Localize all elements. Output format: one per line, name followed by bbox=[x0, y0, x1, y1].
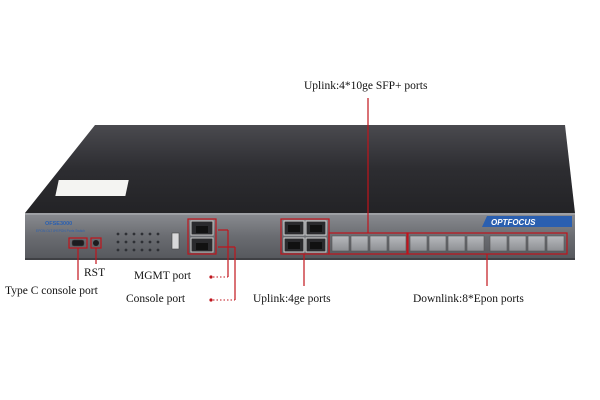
callout-downlink: Downlink:8*Epon ports bbox=[413, 293, 524, 305]
chassis-top bbox=[25, 125, 575, 213]
callout-type-c: Type C console port bbox=[5, 285, 98, 297]
logo-banner bbox=[482, 216, 572, 227]
type-c-port bbox=[71, 239, 85, 247]
reset-button bbox=[93, 240, 99, 246]
downlink-epon-cages bbox=[409, 235, 565, 252]
device-model: OFSE3000 bbox=[45, 221, 72, 227]
model-label-sticker bbox=[55, 180, 129, 196]
callout-console: Console port bbox=[126, 293, 186, 305]
callout-uplink-ge: Uplink:4ge ports bbox=[253, 293, 331, 305]
annotation-lines bbox=[68, 98, 568, 300]
brand-logo: OPTFOCUS bbox=[491, 218, 536, 227]
uplink-sfp-cages bbox=[331, 235, 407, 252]
annotation-dotted-leaders bbox=[213, 276, 235, 301]
led-indicators bbox=[116, 232, 160, 252]
annotation-dots bbox=[209, 275, 213, 302]
usb-port bbox=[171, 232, 180, 250]
uplink-ge-ports bbox=[283, 220, 327, 253]
callout-mgmt: MGMT port bbox=[134, 270, 191, 282]
device-subtitle: EPON OLT 8*EPON Ports Switch bbox=[36, 229, 85, 233]
callout-rst: RST bbox=[84, 267, 106, 279]
callout-uplink-sfp: Uplink:4*10ge SFP+ ports bbox=[304, 80, 428, 92]
